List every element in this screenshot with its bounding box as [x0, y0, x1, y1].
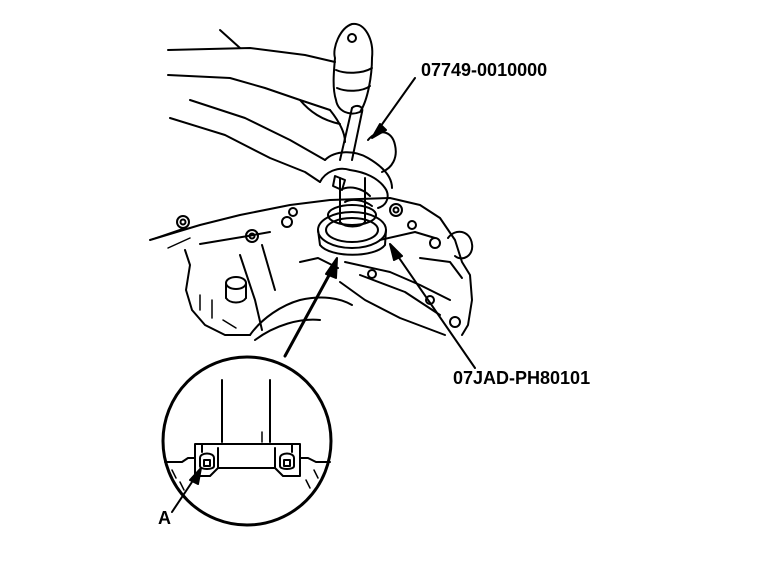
hands [167, 29, 397, 209]
tool-label-07jad: 07JAD-PH80101 [453, 368, 591, 388]
seal-bore [317, 204, 387, 256]
detail-view-circle [161, 355, 333, 527]
callout-label-a: A [158, 508, 171, 528]
detail-connector-arrow [283, 257, 338, 358]
leader-arrow-tool-1 [371, 77, 416, 139]
seal-driver-tool [339, 177, 366, 228]
leader-arrow-tool-2 [389, 243, 476, 369]
callout-a-arrow [171, 467, 202, 513]
tool-label-07749: 07749-0010000 [421, 60, 548, 80]
hammer [332, 22, 374, 161]
transmission-housing [149, 197, 474, 341]
